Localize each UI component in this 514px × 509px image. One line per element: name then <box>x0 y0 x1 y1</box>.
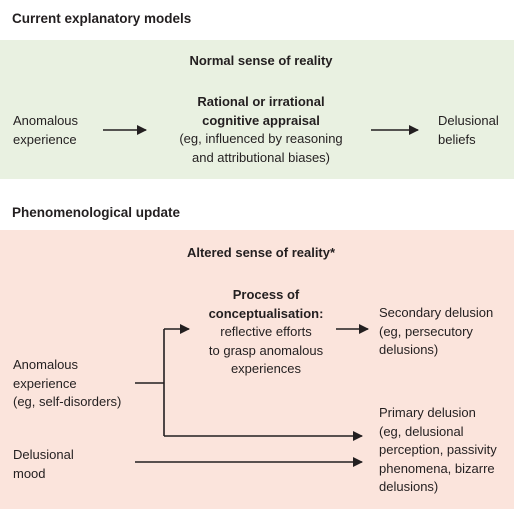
node-secondary-delusion: Secondary delusion (eg, persecutory delu… <box>379 305 494 357</box>
node-delusional-mood: Delusional mood <box>13 447 74 481</box>
node-delusional-beliefs: Delusional beliefs <box>438 113 499 147</box>
node-anomalous-experience: Anomalous experience <box>13 113 79 147</box>
reality-label-altered: Altered sense of reality* <box>186 245 336 260</box>
node-anomalous-experience-self-disorders: Anomalous experience (eg, self-disorders… <box>13 357 122 409</box>
section-heading-current: Current explanatory models <box>12 11 192 26</box>
panel-current-models <box>0 40 514 179</box>
reality-label-normal: Normal sense of reality <box>189 53 333 68</box>
node-cognitive-appraisal: Rational or irrational cognitive apprais… <box>179 94 343 165</box>
node-primary-delusion: Primary delusion (eg, delusional percept… <box>379 405 497 494</box>
section-heading-phenomenological: Phenomenological update <box>12 205 181 220</box>
node-conceptualisation: Process of conceptualisation: reflective… <box>208 287 324 376</box>
